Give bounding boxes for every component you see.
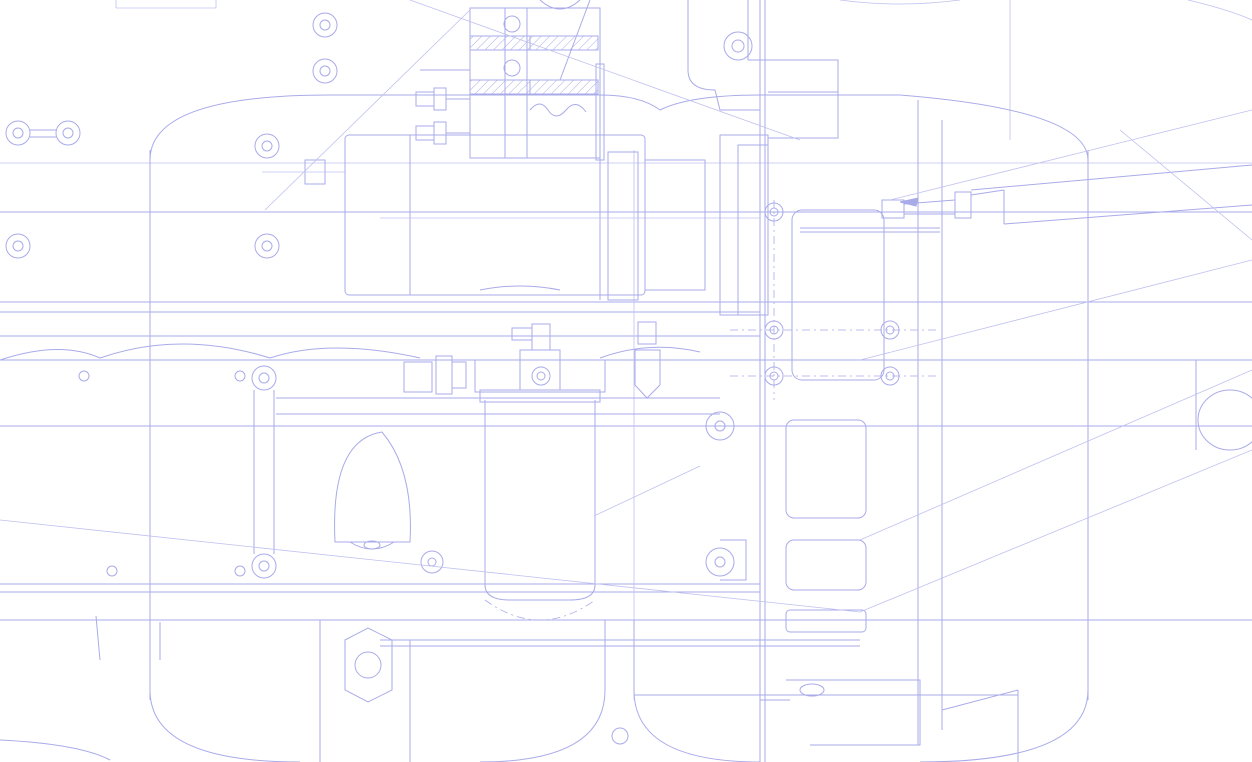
crankcase-outline <box>0 94 1089 762</box>
frame-rails <box>0 162 1252 621</box>
vertical-guides <box>149 0 1089 762</box>
bullet-cover <box>334 431 411 550</box>
plug-connectors <box>262 87 470 185</box>
construction-lines <box>0 0 1252 613</box>
starter-motor <box>344 134 760 301</box>
pulley-section <box>420 0 605 161</box>
oil-filter <box>403 321 661 621</box>
injector-line <box>881 164 1252 225</box>
tensioner-arm <box>251 365 720 579</box>
bottom-hardware <box>0 360 1252 762</box>
cylinder-head <box>687 0 940 746</box>
bolt-holes <box>5 12 753 745</box>
